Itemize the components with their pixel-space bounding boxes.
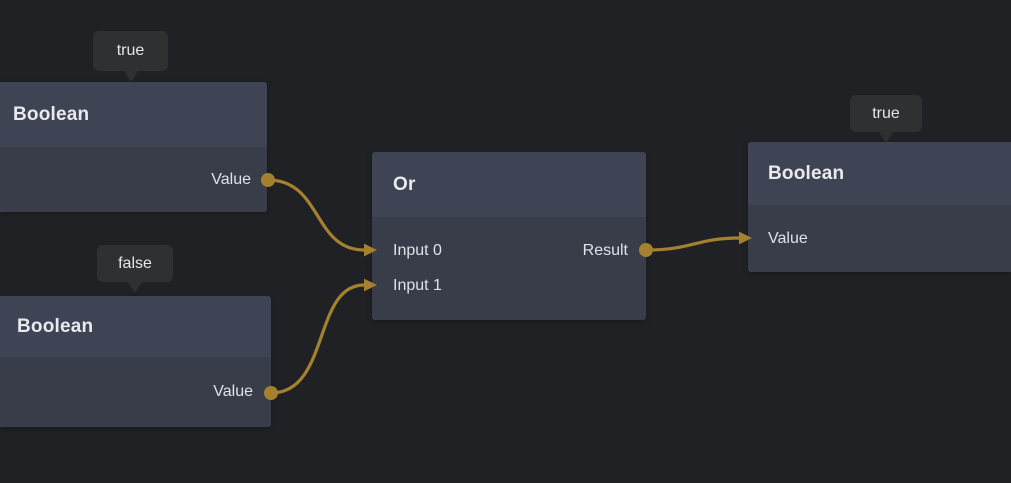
input-port-label: Input 1 xyxy=(393,276,442,294)
node-body: Input 0 Result Input 1 xyxy=(372,217,646,320)
node-header[interactable]: Or xyxy=(372,152,646,217)
node-body: Value xyxy=(0,357,271,427)
wire-boolean2-to-or-input1[interactable] xyxy=(269,283,366,395)
value-tooltip-boolean1: true xyxy=(93,31,168,82)
node-title: Boolean xyxy=(768,162,845,184)
wire-or-result-to-boolean3-value[interactable] xyxy=(644,236,741,252)
value-tooltip-boolean2: false xyxy=(97,245,173,293)
node-body: Value xyxy=(0,147,267,212)
tooltip-text: false xyxy=(118,254,152,272)
node-body: Value xyxy=(748,205,1011,272)
tooltip-text: true xyxy=(116,42,145,59)
input-port-label: Value xyxy=(768,229,808,247)
tooltip-pointer-icon xyxy=(879,132,893,143)
node-header[interactable]: Boolean xyxy=(748,142,1011,205)
tooltip-text: true xyxy=(872,104,900,122)
node-title: Boolean xyxy=(13,103,90,125)
node-header[interactable]: Boolean xyxy=(0,82,267,147)
wire-boolean1-to-or-input0[interactable] xyxy=(266,178,366,252)
tooltip-pointer-icon xyxy=(123,71,138,82)
output-port-label: Value xyxy=(211,170,251,188)
value-tooltip-boolean3: true xyxy=(850,95,922,143)
port-row: Input 1 xyxy=(372,268,646,303)
tooltip-pointer-icon xyxy=(128,282,142,293)
port-row: Input 0 Result xyxy=(372,233,646,268)
node-title: Or xyxy=(393,173,416,195)
node-title: Boolean xyxy=(17,315,94,337)
output-port-label: Value xyxy=(213,383,253,400)
output-port-label: Result xyxy=(582,241,628,259)
node-boolean-2[interactable]: Boolean Value xyxy=(0,296,271,427)
node-boolean-1[interactable]: Boolean Value xyxy=(0,82,267,212)
input-port-label: Input 0 xyxy=(393,241,442,259)
node-or[interactable]: Or Input 0 Result Input 1 xyxy=(372,152,646,320)
node-header[interactable]: Boolean xyxy=(0,296,271,357)
node-boolean-result[interactable]: Boolean Value xyxy=(748,142,1011,272)
